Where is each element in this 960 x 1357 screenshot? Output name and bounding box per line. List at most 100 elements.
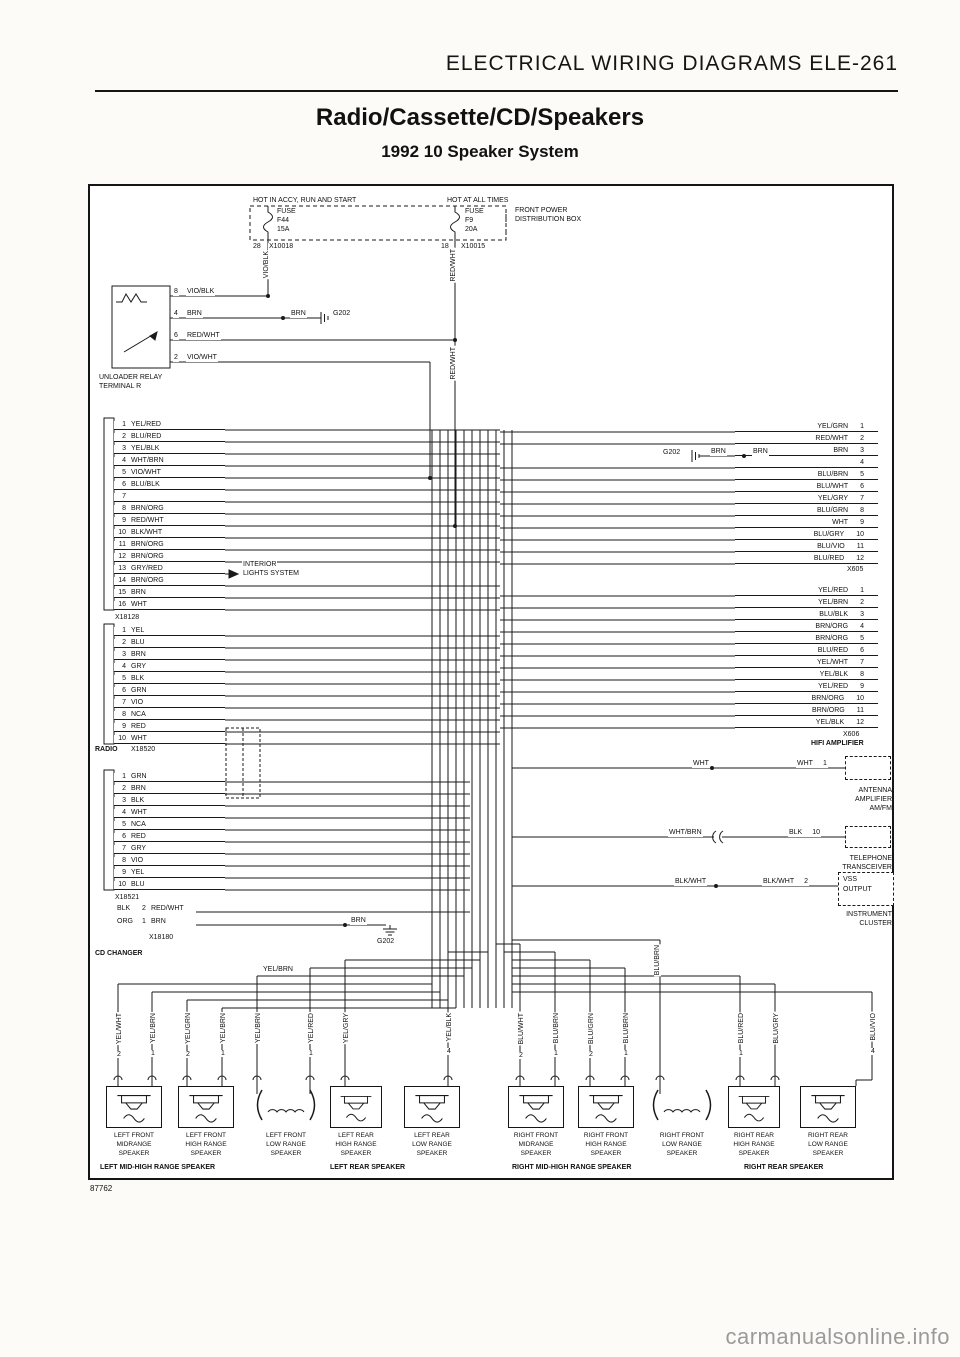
connector-x18180-id: X18180: [148, 934, 175, 943]
relay-wire-4: BRN: [186, 310, 203, 319]
pin-row: RED/WHT 2: [735, 432, 878, 444]
group-right-rear: RIGHT REAR SPEAKER: [744, 1164, 824, 1171]
cd-ground-outer-wire: BRN: [150, 918, 167, 927]
pin-number: 3: [860, 611, 864, 619]
cd-power-inner-wire: BLK: [116, 905, 132, 914]
wire-name: YEL/BRN: [219, 1012, 227, 1044]
pin-number: 11: [114, 541, 126, 549]
speaker-icon: [415, 1095, 449, 1123]
cd-ground-wire-label: BRN: [350, 917, 367, 926]
relay-pin-4: 4: [173, 310, 179, 319]
pin-row: 3 BRN: [114, 648, 225, 660]
connector-x10015: X10015: [460, 243, 487, 252]
pin-row: 1 YEL/RED: [114, 418, 225, 430]
wire-name: BRN/ORG: [811, 695, 845, 703]
pin-number: 8: [114, 711, 126, 719]
pin-row: WHT 9: [735, 516, 878, 528]
wire-name: BLK: [131, 797, 145, 805]
wire-name: WHT: [131, 735, 147, 743]
wire-name: GRN: [131, 687, 147, 695]
pin-row: 14 BRN/ORG: [114, 574, 225, 586]
pin-row: YEL/WHT 7: [735, 656, 878, 668]
pin-number: 9: [860, 519, 864, 527]
pin-number: 7: [114, 699, 126, 707]
pin-number: 3: [114, 797, 126, 805]
mid-wire-label: YEL/BRN: [262, 966, 294, 975]
wire-name: YEL/RED: [818, 587, 849, 595]
wire-name: YEL/BRN: [254, 1012, 262, 1044]
wire-vio-blk-label: VIO/BLK: [263, 250, 270, 280]
pin-number: 10: [114, 881, 126, 889]
pin-row: BRN/ORG 10: [735, 692, 878, 704]
wire-name: BLU/VIO: [869, 1012, 877, 1042]
wire-pin: 2: [514, 1051, 528, 1059]
pin-number: 13: [114, 565, 126, 573]
wire-name: BLU/GRN: [587, 1012, 595, 1046]
pin-number: 10: [856, 531, 864, 539]
wire-name: WHT: [131, 601, 147, 609]
antenna-wire-label: WHT: [692, 760, 710, 769]
pin-row: BLU/RED 6: [735, 644, 878, 656]
amp-connector-x606: YEL/RED 1 YEL/BRN 2 BLU/BLK 3 BRN/ORG 4 …: [735, 584, 878, 728]
cd-ground-id: G202: [376, 938, 396, 947]
wire-name: WHT: [797, 760, 813, 767]
pin-row: 3 BLK: [114, 794, 225, 806]
pin-number: 1: [860, 423, 864, 431]
wire-name: YEL: [131, 627, 145, 635]
pin-row: 1 GRN: [114, 770, 225, 782]
wire-name: YEL/BRN: [818, 599, 849, 607]
pin-number: 12: [856, 719, 864, 727]
wire-pin: 1: [549, 1050, 563, 1058]
pin-number: 14: [114, 577, 126, 585]
pin-row: 11 BRN/ORG: [114, 538, 225, 550]
telephone-name: TELEPHONE TRANSCEIVER: [824, 854, 892, 873]
wire-name: RED/WHT: [131, 517, 164, 525]
pin-number: 1: [822, 760, 827, 767]
pin-row: 15 BRN: [114, 586, 225, 598]
pin-row: 12 BRN/ORG: [114, 550, 225, 562]
pin-row: 6 RED: [114, 830, 225, 842]
wire-name: GRY/RED: [131, 565, 163, 573]
pin-number: 3: [860, 447, 864, 455]
pin-row: 9 RED: [114, 720, 225, 732]
wire-pin: 2: [584, 1051, 598, 1059]
wire-name: BRN/ORG: [131, 553, 164, 561]
speaker-right-rear-highrange: [728, 1086, 780, 1128]
pin-row: BLU/VIO 11: [735, 540, 878, 552]
pin-number: 7: [114, 845, 126, 853]
wire-name: YEL: [131, 869, 145, 877]
pin-row: 13 GRY/RED: [114, 562, 225, 574]
pin-row: BLU/GRN 8: [735, 504, 878, 516]
antenna-amplifier-name: ANTENNA AMPLIFIER AM/FM: [824, 786, 892, 814]
watermark: carmanualsonline.info: [725, 1324, 950, 1349]
wire-pin: 1: [146, 1049, 160, 1057]
pin-number: 3: [114, 445, 126, 453]
fuse-right-rating: 20A: [464, 226, 479, 235]
pin-number: 1: [114, 773, 126, 781]
amp-ground-wire-2: BRN: [752, 448, 769, 457]
wire-pin: 2: [181, 1050, 195, 1058]
wire-name: YEL/WHT: [816, 659, 849, 667]
hot-at-all-times-label: HOT AT ALL TIMES: [446, 197, 510, 206]
relay-wire-8: VIO/BLK: [186, 288, 216, 297]
pin-number: 5: [114, 821, 126, 829]
pin-number: 5: [860, 471, 864, 479]
pin-row: 9 YEL: [114, 866, 225, 878]
wire-name: GRY: [131, 663, 147, 671]
pin-number: 7: [860, 659, 864, 667]
cluster-wire-label: BLK/WHT: [674, 878, 708, 887]
relay-ground-wire: BRN: [290, 310, 307, 319]
pin-row: 10 BLK/WHT: [114, 526, 225, 538]
cd-connector-x18521: 1 GRN 2 BRN 3 BLK 4 WHT 5 NCA: [114, 770, 225, 890]
